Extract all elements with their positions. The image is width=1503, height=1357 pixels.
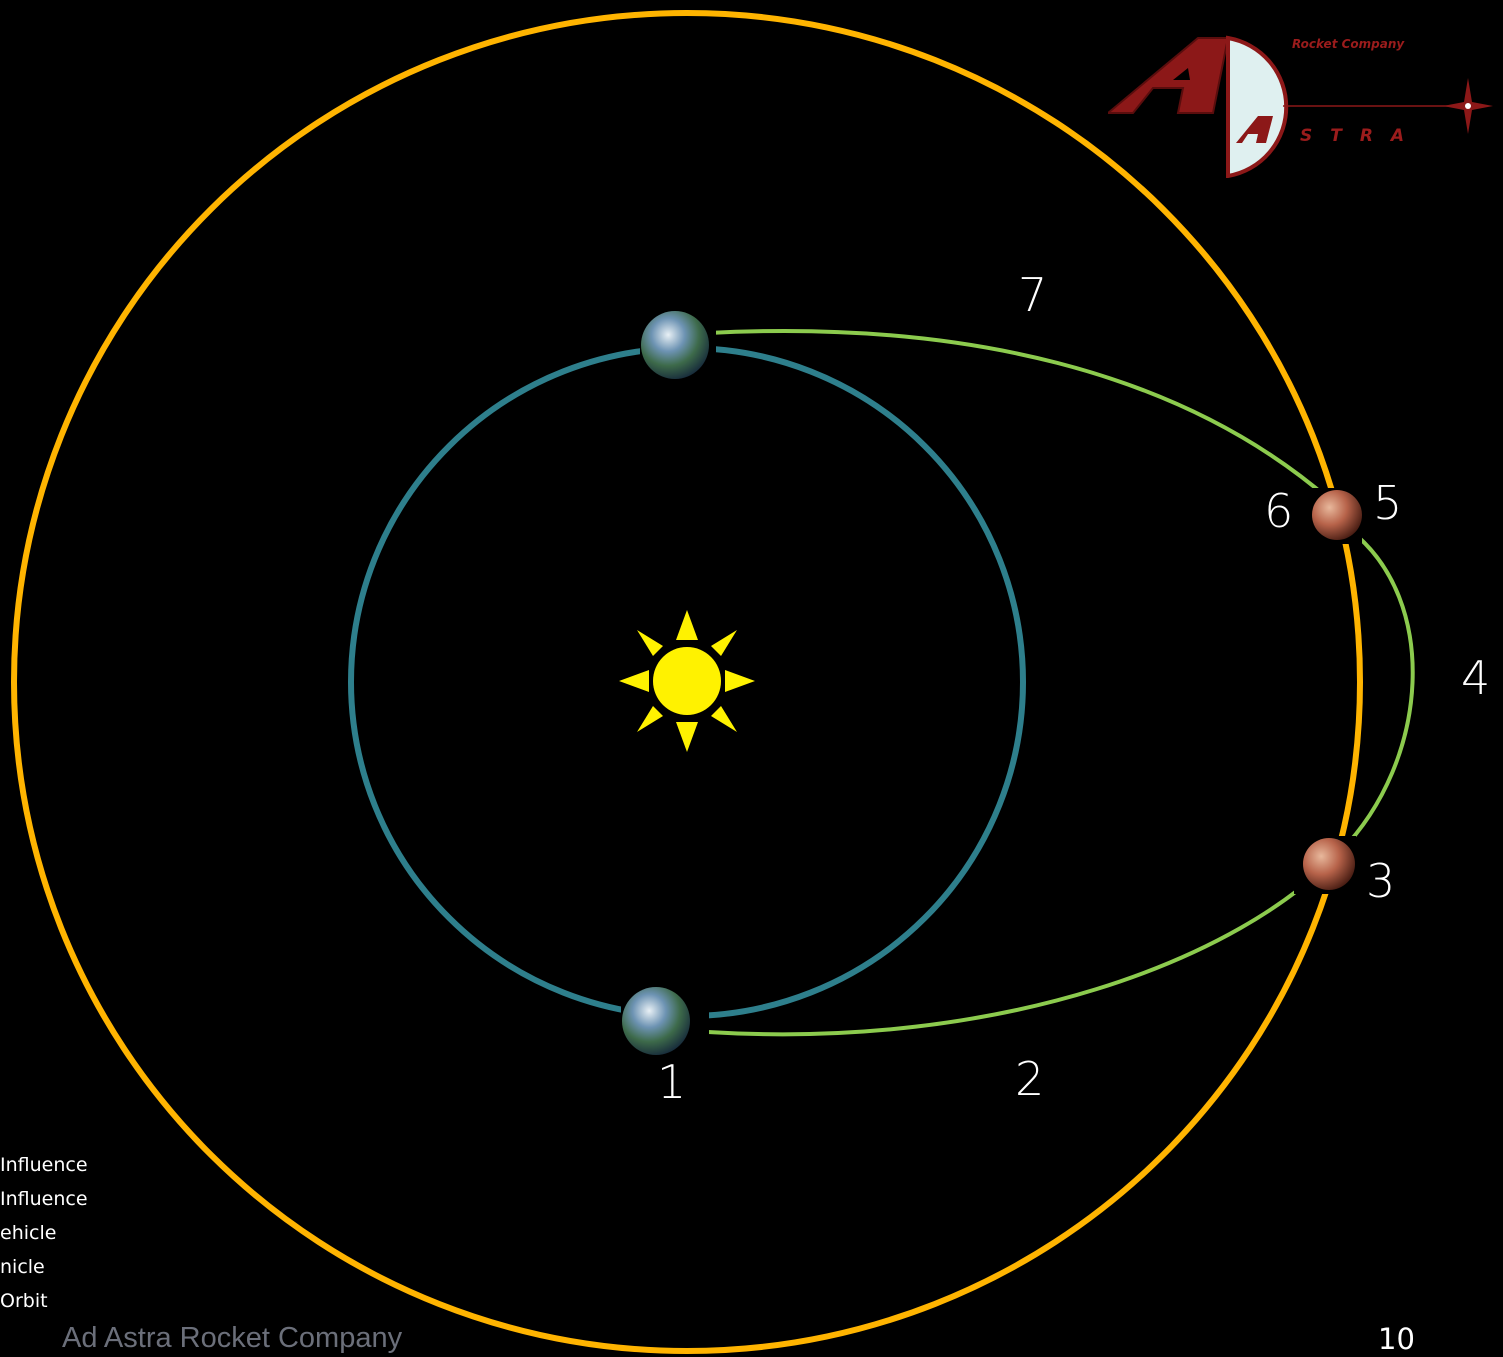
- legend-item: ehicle: [0, 1222, 57, 1244]
- legend-item: Influence: [0, 1188, 88, 1210]
- legend-item: nicle: [0, 1256, 45, 1278]
- step-label-6: 6: [1264, 484, 1294, 538]
- step-label-5: 5: [1373, 476, 1403, 530]
- page-number: 10: [1378, 1322, 1415, 1356]
- logo-wordmark: STRA: [1300, 126, 1423, 146]
- company-logo: [1108, 35, 1493, 178]
- transfer-path-return: [707, 329, 1332, 502]
- footer-company: Ad Astra Rocket Company: [62, 1322, 403, 1354]
- legend-item: Influence: [0, 1154, 88, 1176]
- sun-icon: [619, 610, 755, 752]
- mars-icon: [1302, 488, 1362, 544]
- step-label-1: 1: [657, 1055, 687, 1109]
- legend-item: Orbit: [0, 1290, 48, 1312]
- step-label-4: 4: [1461, 651, 1491, 705]
- mars-orbit: [11, 10, 1363, 1354]
- transfer-path-outbound: [707, 850, 1342, 1037]
- logo-tagline: Rocket Company: [1292, 37, 1405, 51]
- mars-icon: [1294, 836, 1356, 894]
- earth-icon: [621, 983, 709, 1063]
- step-label-2: 2: [1015, 1052, 1045, 1106]
- transfer-path-loop: [1338, 528, 1415, 854]
- step-label-7: 7: [1018, 268, 1048, 322]
- four-point-star-icon: [1443, 78, 1493, 134]
- legend: Influence Influence ehicle nicle Orbit: [0, 1148, 140, 1318]
- step-label-3: 3: [1366, 854, 1396, 908]
- earth-icon: [640, 308, 716, 384]
